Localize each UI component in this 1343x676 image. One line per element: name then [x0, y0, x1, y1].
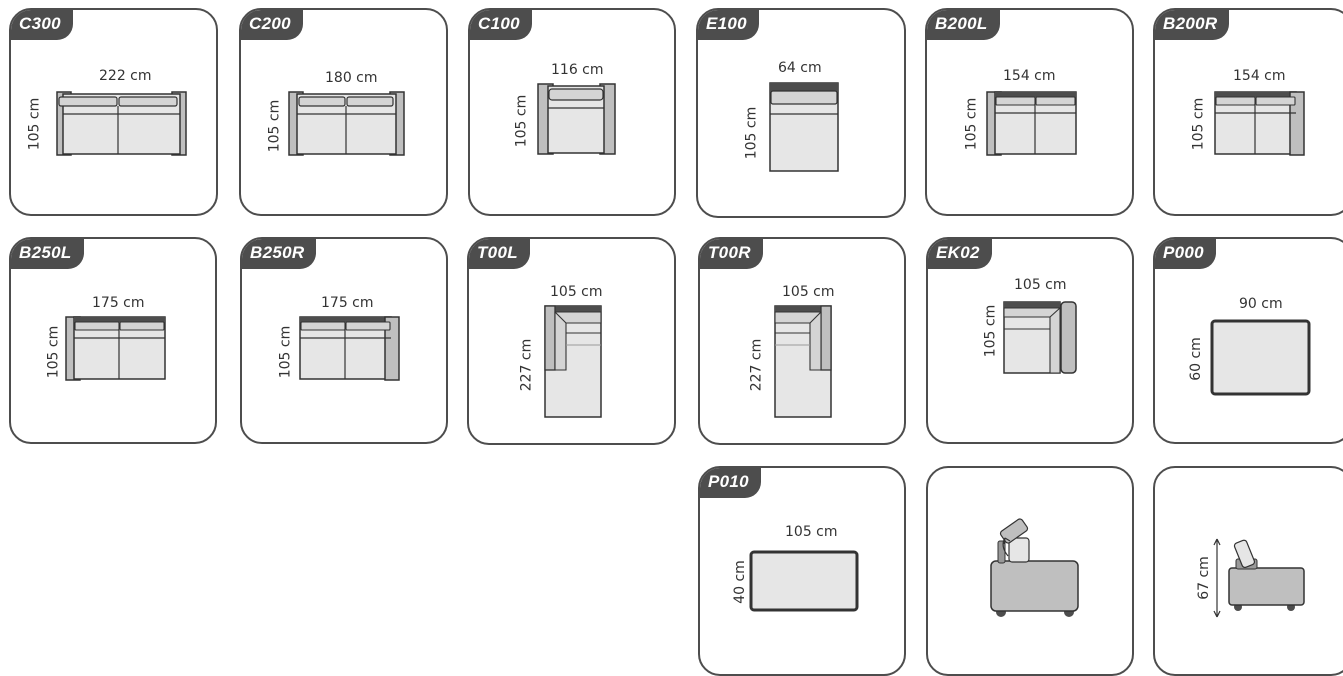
module-card-t00l[interactable]: T00L 105 cm 227 cm [467, 237, 676, 445]
module-code: P010 [700, 468, 761, 498]
ottoman-plan [1210, 319, 1311, 396]
width-label: 105 cm [1014, 277, 1067, 293]
module-code: B250L [11, 239, 84, 269]
width-label: 175 cm [321, 295, 374, 311]
module-code: B200R [1155, 10, 1230, 40]
module-card-b250l[interactable]: B250L 175 cm 105 cm [9, 237, 217, 444]
width-label: 105 cm [785, 524, 838, 540]
module-code: C100 [470, 10, 532, 40]
module-card-e100[interactable]: E100 64 cm 105 cm [696, 8, 906, 218]
module-card-c100[interactable]: C100 116 cm 105 cm [468, 8, 676, 216]
module-code: P000 [1155, 239, 1216, 269]
width-label: 154 cm [1003, 68, 1056, 84]
width-label: 116 cm [551, 62, 604, 78]
corner-plan [1003, 301, 1077, 374]
module-code: E100 [698, 10, 759, 40]
sofa-plan-2-seat [288, 91, 405, 156]
module-code: EK02 [928, 239, 992, 269]
sofa-plan-left-arm [65, 316, 166, 381]
seat-plan-armless [769, 82, 839, 172]
module-code: T00L [469, 239, 530, 269]
chaise-plan-left [544, 305, 602, 418]
sofa-plan-3-seat [56, 91, 187, 156]
chaise-plan-right [774, 305, 832, 418]
module-card-b200r[interactable]: B200R 154 cm 105 cm [1153, 8, 1343, 216]
module-code: C200 [241, 10, 303, 40]
width-label: 105 cm [550, 284, 603, 300]
sofa-plan-1-seat [537, 83, 616, 155]
width-label: 105 cm [782, 284, 835, 300]
module-card-c300[interactable]: C300 222 cm 105 cm [9, 8, 218, 216]
module-code: T00R [700, 239, 763, 269]
module-card-p000[interactable]: P000 90 cm 60 cm [1153, 237, 1343, 444]
module-card-p010[interactable]: P010 105 cm 40 cm [698, 466, 906, 676]
width-label: 175 cm [92, 295, 145, 311]
armchair-side-view [1213, 538, 1305, 618]
width-label: 64 cm [778, 60, 822, 76]
module-code: B200L [927, 10, 1000, 40]
width-label: 90 cm [1239, 296, 1283, 312]
width-label: 222 cm [99, 68, 152, 84]
sofa-plan-right-arm [299, 316, 400, 381]
recliner-side-view [990, 518, 1079, 617]
side-view-card[interactable]: 67 cm [1153, 466, 1343, 676]
width-label: 154 cm [1233, 68, 1286, 84]
module-code: C300 [11, 10, 73, 40]
module-card-b200l[interactable]: B200L 154 cm 105 cm [925, 8, 1134, 216]
module-card-b250r[interactable]: B250R 175 cm 105 cm [240, 237, 448, 444]
module-card-c200[interactable]: C200 180 cm 105 cm [239, 8, 448, 216]
module-card-ek02[interactable]: EK02 105 cm 105 cm [926, 237, 1134, 444]
ottoman-plan [749, 550, 859, 612]
sofa-plan-left-arm [986, 91, 1077, 156]
width-label: 180 cm [325, 70, 378, 86]
sofa-plan-right-arm [1214, 91, 1305, 156]
recliner-card[interactable] [926, 466, 1134, 676]
module-code: B250R [242, 239, 317, 269]
module-card-t00r[interactable]: T00R 105 cm 227 cm [698, 237, 906, 445]
